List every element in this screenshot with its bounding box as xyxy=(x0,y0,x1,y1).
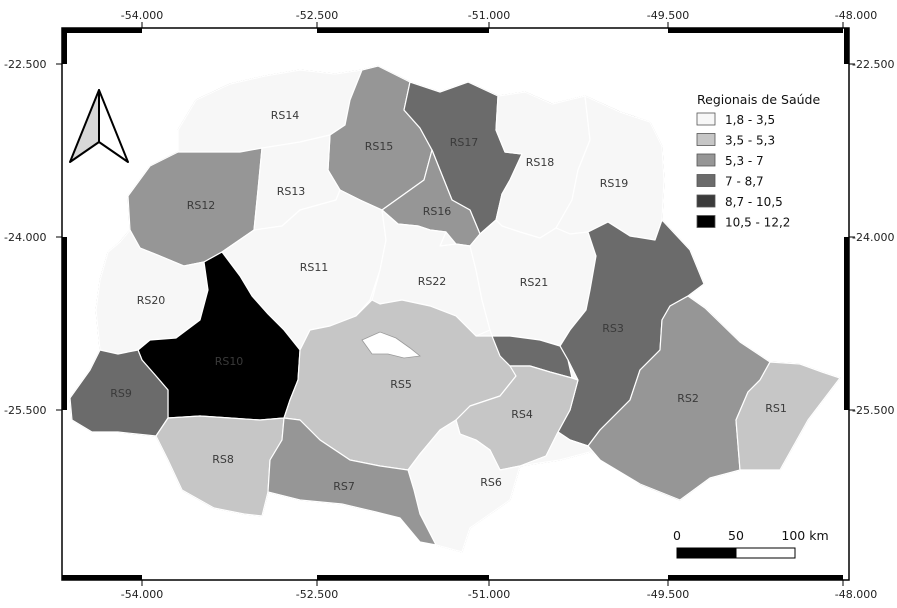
region-label-rs4: RS4 xyxy=(511,408,533,421)
legend-swatch xyxy=(696,174,716,187)
region-label-rs15: RS15 xyxy=(365,140,394,153)
legend-label: 1,8 - 3,5 xyxy=(725,113,775,127)
region-label-rs7: RS7 xyxy=(333,480,355,493)
y-tick-labels-left: -22.500 -24.000 -25.500 xyxy=(4,58,46,417)
y-tick-label: -24.000 xyxy=(852,231,894,244)
y-tick-labels-right: -22.500 -24.000 -25.500 xyxy=(852,58,894,417)
region-label-rs19: RS19 xyxy=(600,177,629,190)
x-tick-label: -49.500 xyxy=(647,588,689,601)
tick-marks xyxy=(56,22,855,586)
legend-swatch xyxy=(696,133,716,146)
y-tick-label: -22.500 xyxy=(852,58,894,71)
frame-border-segments xyxy=(62,28,849,580)
scale-label-100: 100 km xyxy=(781,528,828,543)
legend-label: 3,5 - 5,3 xyxy=(725,134,775,148)
lake-shape xyxy=(361,331,421,359)
region-label-rs6: RS6 xyxy=(480,476,502,489)
legend: Regionais de Saúde 1,8 - 3,5 3,5 - 5,3 5,3… xyxy=(696,92,820,230)
region-rs9 xyxy=(69,349,169,437)
region-label-rs13: RS13 xyxy=(277,185,306,198)
x-tick-label: -49.500 xyxy=(647,9,689,22)
y-tick-label: -25.500 xyxy=(4,404,46,417)
x-tick-label: -54.000 xyxy=(121,588,163,601)
region-label-rs12: RS12 xyxy=(187,199,216,212)
x-tick-label: -51.000 xyxy=(468,9,510,22)
legend-swatch xyxy=(696,215,716,228)
region-rs6 xyxy=(407,419,601,553)
region-label-rs16: RS16 xyxy=(423,205,452,218)
x-tick-labels-top: -54.000 -52.500 -51.000 -49.500 -48.000 xyxy=(121,9,877,22)
north-arrow-icon xyxy=(69,89,129,163)
legend-swatch xyxy=(696,153,716,167)
region-label-rs10: RS10 xyxy=(215,355,244,368)
scale-label-0: 0 xyxy=(673,528,681,543)
region-label-rs2: RS2 xyxy=(677,392,699,405)
region-label-rs11: RS11 xyxy=(300,261,329,274)
x-tick-label: -48.000 xyxy=(835,588,877,601)
region-label-rs17: RS17 xyxy=(450,136,479,149)
region-label-rs18: RS18 xyxy=(526,156,555,169)
legend-label: 10,5 - 12,2 xyxy=(725,216,790,230)
region-rs1 xyxy=(735,361,841,471)
scale-bar: 0 50 100 km xyxy=(673,528,829,559)
region-label-rs8: RS8 xyxy=(212,453,234,466)
x-tick-label: -51.000 xyxy=(468,588,510,601)
scale-segment-white xyxy=(735,547,796,559)
region-label-rs22: RS22 xyxy=(418,275,447,288)
x-tick-label: -48.000 xyxy=(835,9,877,22)
legend-title: Regionais de Saúde xyxy=(697,92,820,107)
region-label-rs21: RS21 xyxy=(520,276,549,289)
legend-label: 7 - 8,7 xyxy=(725,175,764,189)
region-label-rs9: RS9 xyxy=(110,387,132,400)
region-rs7 xyxy=(267,417,437,546)
scale-label-50: 50 xyxy=(728,528,744,543)
region-label-rs14: RS14 xyxy=(271,109,300,122)
scale-segment-black xyxy=(676,547,737,559)
legend-label: 5,3 - 7 xyxy=(725,154,764,168)
y-tick-label: -22.500 xyxy=(4,58,46,71)
legend-swatch xyxy=(696,194,716,208)
y-tick-label: -25.500 xyxy=(852,404,894,417)
region-label-rs3: RS3 xyxy=(602,322,624,335)
x-tick-label: -54.000 xyxy=(121,9,163,22)
region-label-rs20: RS20 xyxy=(137,294,166,307)
x-tick-label: -52.500 xyxy=(296,588,338,601)
x-tick-label: -52.500 xyxy=(296,9,338,22)
legend-swatch xyxy=(696,112,716,126)
y-tick-label: -24.000 xyxy=(4,231,46,244)
region-label-rs5: RS5 xyxy=(390,378,412,391)
region-label-rs1: RS1 xyxy=(765,402,787,415)
x-tick-labels-bottom: -54.000 -52.500 -51.000 -49.500 -48.000 xyxy=(121,588,877,601)
legend-label: 8,7 - 10,5 xyxy=(725,195,783,209)
region-labels: RS14 RS15 RS17 RS16 RS18 RS19 RS12 RS13 … xyxy=(110,109,787,493)
